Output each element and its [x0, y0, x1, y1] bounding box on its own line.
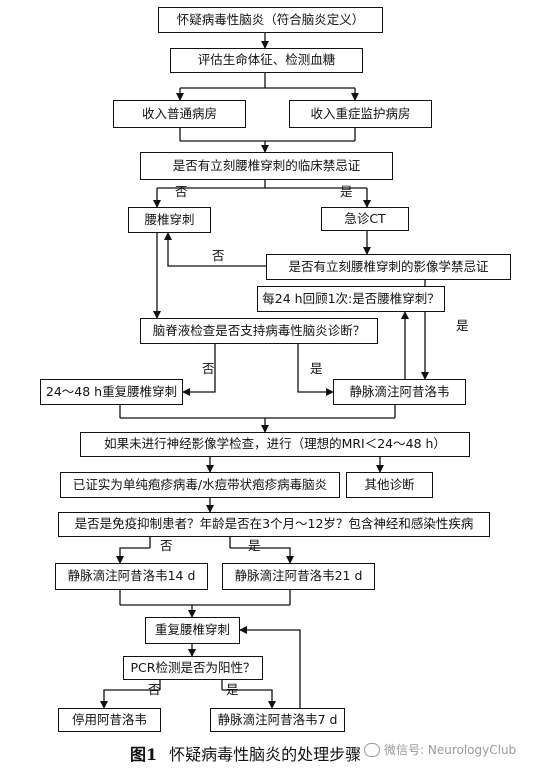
node-neuroimaging: 如果未进行神经影像学检查，进行（理想的MRI＜24～48 h）	[80, 432, 470, 457]
caption-label: 图1	[130, 745, 158, 764]
arrow-pcr-yes	[222, 689, 276, 709]
node-iv-acyclovir: 静脉滴注阿昔洛韦	[333, 379, 466, 405]
node-icu: 收入重症监护病房	[289, 100, 432, 128]
node-suspect: 怀疑病毒性脑炎（符合脑炎定义）	[158, 7, 383, 33]
label-no-immuno: 否	[160, 538, 173, 553]
node-imaging-contra: 是否有立刻腰椎穿刺的影像学禁忌证	[266, 254, 511, 280]
arrow-to-14d	[116, 547, 150, 564]
label-no-lp: 否	[175, 184, 188, 199]
node-clinical-contra: 是否有立刻腰椎穿刺的临床禁忌证	[140, 152, 393, 180]
label-yes-pcr: 是	[226, 682, 239, 697]
arrow-imaging-no-to-lp	[164, 232, 266, 267]
watermark-text: 微信号: NeurologyClub	[384, 743, 517, 757]
node-csf-check: 脑脊液检查是否支持病毒性脑炎诊断？	[140, 318, 378, 344]
arrow-pcr-no	[100, 689, 160, 709]
node-lp: 腰椎穿刺	[128, 207, 211, 233]
node-acyclovir-14d: 静脉滴注阿昔洛韦14 d	[55, 563, 208, 590]
label-no-csf: 否	[202, 361, 215, 376]
node-ct: 急诊CT	[321, 207, 409, 231]
node-repeat-lp: 重复腰椎穿刺	[145, 617, 240, 644]
arrow-to-21d	[230, 547, 294, 564]
label-no-imaging: 否	[212, 248, 225, 263]
node-other-dx: 其他诊断	[346, 472, 433, 498]
label-yes-ct: 是	[340, 184, 353, 199]
node-stop-acyclovir: 停用阿昔洛韦	[58, 708, 161, 732]
node-hsv-vzv: 已证实为单纯疱疹病毒/水痘带状疱疹病毒脑炎	[60, 472, 340, 498]
label-yes-immuno: 是	[248, 538, 261, 553]
node-assess: 评估生命体征、检测血糖	[170, 48, 363, 73]
node-acyclovir-7d: 静脉滴注阿昔洛韦7 d	[210, 708, 345, 732]
label-yes-csf: 是	[310, 361, 323, 376]
figure-caption: 图1 怀疑病毒性脑炎的处理步骤	[130, 741, 361, 765]
node-review-24h: 每24 h回顾1次:是否腰椎穿刺？	[257, 286, 445, 312]
node-general-ward: 收入普通病房	[113, 100, 246, 128]
arrow-csf-yes	[297, 358, 334, 396]
arrow-7d-loop-to-repeat-lp	[239, 626, 301, 708]
watermark: 微信号: NeurologyClub	[364, 741, 516, 758]
node-acyclovir-21d: 静脉滴注阿昔洛韦21 d	[222, 563, 375, 590]
label-no-pcr: 否	[148, 682, 161, 697]
wechat-icon	[364, 742, 380, 757]
node-pcr-q: PCR检测是否为阳性？	[123, 656, 263, 680]
arrow-csf-no	[182, 358, 216, 396]
caption-title: 怀疑病毒性脑炎的处理步骤	[169, 745, 362, 764]
label-yes-imaging: 是	[456, 318, 469, 333]
node-repeat-lp-24-48: 24～48 h重复腰椎穿刺	[40, 379, 183, 405]
node-immuno-q: 是否是免疫抑制患者？年龄是否在3个月～12岁？包含神经和感染性疾病	[58, 512, 490, 537]
